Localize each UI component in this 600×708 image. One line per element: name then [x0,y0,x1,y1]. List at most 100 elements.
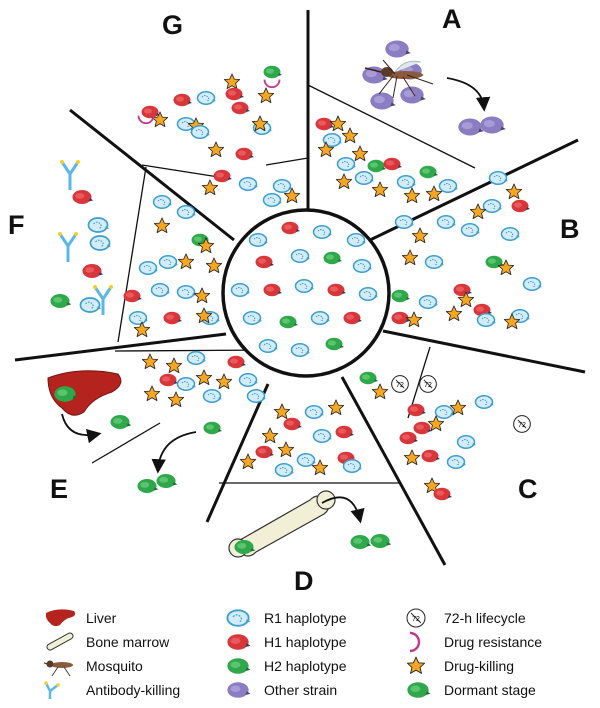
h1-parasite [231,101,250,115]
drug-killing-star [201,179,219,196]
r1-parasite [304,404,325,420]
r1-parasite [476,312,497,328]
h2-parasite [203,421,222,435]
drug-killing-star [327,399,345,416]
legend-item-r1: R1 haplotype [222,607,347,629]
legend-label: Drug-killing [444,658,515,674]
divider-ef [14,332,227,362]
r1-parasite [500,226,521,242]
inner-boundary-f [117,166,147,343]
antibody-icon [93,285,113,315]
h1-parasite [163,311,182,325]
r1-parasite [202,388,223,404]
other-strain-parasite [480,116,506,134]
sector-label-b: B [560,214,580,244]
r1-parasite [312,224,333,240]
h2-parasite [419,165,438,179]
divider-cd [340,376,447,566]
h1-parasite-icon [227,634,251,650]
legend-item-lifecycle: 72 72-h lifecycle [402,607,526,629]
lifecycle-72h-text: 72 [396,382,404,389]
drug-killing-star [257,87,275,104]
r1-parasite [354,170,375,186]
r1-parasite [230,282,251,298]
inner-boundary-e [91,422,161,464]
legend-label: R1 haplotype [264,610,347,626]
drug-killing-star [167,391,185,408]
drug-killing-star [371,383,389,400]
h1-parasite [283,417,302,431]
sector-label-a: A [442,4,462,34]
legend-item-antibody: Antibody-killing [44,679,180,701]
r1-parasite [418,294,439,310]
drug-killing-star [401,249,419,266]
antibody-icon [44,681,60,699]
drug-killing-star [205,257,223,274]
r1-parasite [482,198,503,214]
divider-bc [382,329,586,374]
drug-killing-star [403,187,421,204]
drug-killing-star [193,287,211,304]
r1-parasite [336,156,357,172]
other-strain-icon [227,682,251,698]
r1-parasite [176,284,197,300]
r1-parasite [446,454,467,470]
antibody-illustration [50,160,113,315]
r1-parasite [152,194,173,210]
lifecycle-72h-icon: 72 [406,608,426,628]
mosquito-illustration [362,40,506,136]
r1-parasite [346,232,367,248]
r1-parasite [438,178,459,194]
h1-parasite [383,157,402,171]
h1-parasite [399,431,418,445]
inner-boundary-f-top [141,164,226,179]
bone-marrow-arrow [321,496,365,524]
r1-parasite [522,276,543,292]
legend-label: 72-h lifecycle [444,610,526,626]
r1-parasite [296,452,317,468]
h2-parasite [50,294,72,308]
relapse-arrow [61,413,102,444]
r1-parasite [342,458,363,474]
r1-parasite [196,90,217,106]
h2-parasite-icon [227,658,251,674]
inner-boundary-g [265,157,309,166]
sector-label-c: C [518,474,538,504]
h2-parasite [370,534,392,548]
drug-killing-star [351,145,369,162]
drug-killing-star [411,227,429,244]
legend-label: Drug resistance [444,634,543,650]
drug-killing-star [215,373,233,390]
lifecycle-badge-text: 72 [412,616,420,623]
legend: Liver Bone marrow Mosquito Antibody-kill… [0,600,600,708]
drug-killing-star [239,453,257,470]
sector-label-g: G [162,10,184,40]
h2-parasite [359,371,378,385]
drug-killing-star [207,141,225,158]
r1-parasite [274,462,295,478]
h1-parasite [225,87,244,101]
r1-parasite [358,286,379,302]
mosquito-icon [364,59,434,99]
legend-label: Antibody-killing [86,682,181,698]
r1-parasite [396,174,417,190]
drug-killing-star [153,217,171,234]
r1-parasite-icon [226,609,252,627]
r1-parasite [176,376,197,392]
h2-parasite [367,159,386,173]
antibody-icon [58,232,78,262]
h2-parasite [391,289,410,303]
drug-killing-star [371,181,389,198]
legend-label: H1 haplotype [264,634,347,650]
liver-illustration [47,370,197,493]
r1-parasite [272,178,293,194]
liver-icon [47,370,122,416]
legend-label: Mosquito [86,658,143,674]
r1-parasite [150,282,171,298]
mosquito-icon [44,660,73,677]
r1-parasite [424,254,445,270]
r1-parasite [456,434,477,450]
r1-parasite [176,204,197,220]
drug-killing-star [143,385,161,402]
h1-parasite [335,425,354,439]
